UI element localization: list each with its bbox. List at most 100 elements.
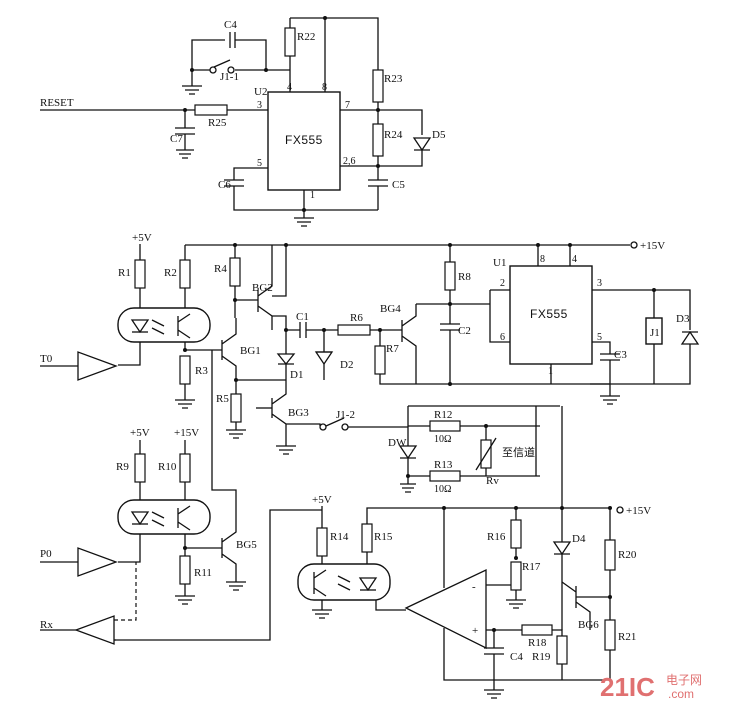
r12-label: R12 <box>434 409 452 421</box>
watermark-logo: 21IC 电子网 .com <box>600 672 702 702</box>
r21-resistor <box>604 619 616 651</box>
c3-capacitor <box>592 341 620 384</box>
r14-label: R14 <box>330 531 349 543</box>
r4-label: R4 <box>214 263 227 275</box>
bg2-label: BG2 <box>252 282 273 294</box>
opto2-phototransistor <box>177 505 191 531</box>
u1-ic-label: FX555 <box>530 307 568 321</box>
c1-capacitor <box>286 322 338 338</box>
watermark-url: .com <box>668 687 694 701</box>
r23-resistor <box>372 69 384 103</box>
p0-buffer <box>77 547 118 577</box>
r3-resistor <box>179 355 191 385</box>
j1-2-label: J1-2 <box>336 409 355 421</box>
bg4-transistor <box>401 304 417 384</box>
t0-buffer <box>77 351 118 381</box>
u2-timer-section: FX555 U2 4 8 3 7 5 2,6 1 R22 C4 J1-1 <box>40 16 446 227</box>
u1-pin4: 4 <box>572 254 577 265</box>
u2-ic-label: FX555 <box>285 133 323 147</box>
t0-label: T0 <box>40 353 53 365</box>
p0-label: P0 <box>40 548 52 560</box>
u2-label: U2 <box>254 86 267 98</box>
u1-pin8: 8 <box>540 254 545 265</box>
bg3-label: BG3 <box>288 407 309 419</box>
r1-resistor <box>134 259 146 289</box>
c7-capacitor <box>175 110 195 150</box>
r5-label: R5 <box>216 393 229 405</box>
r24-resistor <box>372 123 384 157</box>
opamp <box>404 568 487 650</box>
r10-label: R10 <box>158 461 177 473</box>
r13-label: R13 <box>434 459 453 471</box>
r15-label: R15 <box>374 531 393 543</box>
d5-label: D5 <box>432 129 446 141</box>
opamp-plus: + <box>472 625 478 637</box>
watermark-logo-text: 21IC <box>600 672 655 702</box>
rv-label: Rv <box>486 475 499 487</box>
c2-capacitor <box>440 304 460 384</box>
r3-label: R3 <box>195 365 208 377</box>
opto2-body <box>117 499 211 535</box>
r8-resistor <box>444 261 456 291</box>
u1-label: U1 <box>493 257 506 269</box>
p0-optocoupler-section: +5V +15V R9 R10 R11 P0 BG5 Rx <box>40 350 322 645</box>
bg6-transistor <box>561 581 610 630</box>
r16-label: R16 <box>487 531 506 543</box>
r12-ohm: 10Ω <box>434 434 451 445</box>
u2-ic-body <box>267 91 341 191</box>
u2-pin7: 7 <box>345 100 350 111</box>
watermark-site: 电子网 <box>666 673 702 687</box>
c1-label: C1 <box>296 311 309 323</box>
r18-label: R18 <box>528 637 547 649</box>
r23-label: R23 <box>384 73 403 85</box>
u2-pin26: 2,6 <box>343 156 356 167</box>
opto3-led <box>358 577 378 592</box>
r13-resistor <box>429 470 461 482</box>
u1-pin6: 6 <box>500 332 505 343</box>
c7-label: C7 <box>170 133 183 145</box>
plus15v-label-1: +15V <box>640 240 665 252</box>
c6-capacitor <box>224 167 378 211</box>
plus5v-label-2: +5V <box>130 427 150 439</box>
c5-capacitor <box>368 166 388 210</box>
opto2-led <box>130 511 150 526</box>
bg5-label: BG5 <box>236 539 257 551</box>
channel-output-section: R12 10Ω DW Rv 至信道 R13 10Ω <box>388 405 560 495</box>
rx-label: Rx <box>40 619 53 631</box>
r4-resistor <box>229 257 241 287</box>
rx-dashed-link <box>114 562 137 641</box>
r11-label: R11 <box>194 567 212 579</box>
r25-label: R25 <box>208 117 227 129</box>
r16-resistor <box>510 519 522 549</box>
r6-label: R6 <box>350 312 363 324</box>
r13-ohm: 10Ω <box>434 484 451 495</box>
bg4-label: BG4 <box>380 303 401 315</box>
r12-resistor <box>429 420 461 432</box>
r20-resistor <box>604 539 616 571</box>
j1-label: J1 <box>650 327 660 339</box>
rv-arrow <box>475 437 497 471</box>
opto1-body <box>117 307 211 343</box>
plus5v-label-1: +5V <box>132 232 152 244</box>
r10-resistor <box>179 453 191 483</box>
plus5v-label-3: +5V <box>312 494 332 506</box>
r17-resistor <box>510 561 522 591</box>
c3-label: C3 <box>614 349 627 361</box>
to-channel-label: 至信道 <box>502 445 535 459</box>
j1-1-switch <box>213 59 231 68</box>
r15-resistor <box>361 523 373 553</box>
rx-buffer <box>74 615 115 645</box>
u1-ic-body <box>509 265 593 365</box>
r20-label: R20 <box>618 549 637 561</box>
c4-bottom-capacitor <box>484 630 504 680</box>
r2-resistor <box>179 259 191 289</box>
d3-label: D3 <box>676 313 690 325</box>
plus15v-rail: +15V <box>185 240 665 252</box>
u1-pin3: 3 <box>597 278 602 289</box>
r7-label: R7 <box>386 343 399 355</box>
r9-label: R9 <box>116 461 129 473</box>
d1-label: D1 <box>290 369 303 381</box>
r14-resistor <box>316 527 328 557</box>
r17-label: R17 <box>522 561 541 573</box>
